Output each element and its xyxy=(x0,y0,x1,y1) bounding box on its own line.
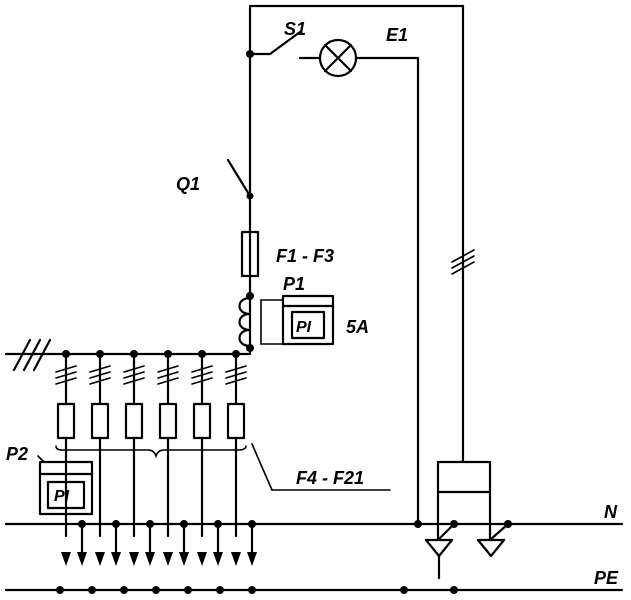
meter-p2 xyxy=(37,455,94,516)
meter-p1-box xyxy=(281,294,335,346)
label-5a: 5A xyxy=(346,317,369,337)
label-s1: S1 xyxy=(284,19,306,39)
label-f4-f21: F4 - F21 xyxy=(296,468,364,488)
branch-6 xyxy=(225,350,247,538)
neutral-bar xyxy=(4,520,624,528)
label-p2: P2 xyxy=(6,444,28,464)
label-p2-face: PI xyxy=(54,488,70,505)
fuse-group-brace xyxy=(55,443,391,491)
label-e1: E1 xyxy=(386,25,408,45)
branch-2 xyxy=(89,350,111,538)
meter-p1-coil xyxy=(238,292,284,352)
fuse-f1-f3 xyxy=(240,230,260,278)
right-terminal-box xyxy=(424,249,510,580)
label-p1: P1 xyxy=(283,274,305,294)
label-q1: Q1 xyxy=(176,174,200,194)
pe-bar xyxy=(4,586,624,594)
main-switch-q1 xyxy=(226,158,254,200)
label-p1-face: PI xyxy=(296,319,312,336)
label-n: N xyxy=(604,502,618,522)
main-busbar xyxy=(4,338,252,372)
branch-1 xyxy=(55,350,77,538)
branch-5 xyxy=(191,350,213,538)
label-pe: PE xyxy=(594,568,619,588)
branch-circuits xyxy=(55,350,247,538)
switch-s1 xyxy=(246,30,322,60)
top-loop-wire xyxy=(248,4,465,464)
outgoing-arrows xyxy=(61,522,257,566)
label-f1-f3: F1 - F3 xyxy=(276,246,334,266)
lamp-e1 xyxy=(318,38,420,524)
branch-4 xyxy=(157,350,179,538)
branch-3 xyxy=(123,350,145,538)
